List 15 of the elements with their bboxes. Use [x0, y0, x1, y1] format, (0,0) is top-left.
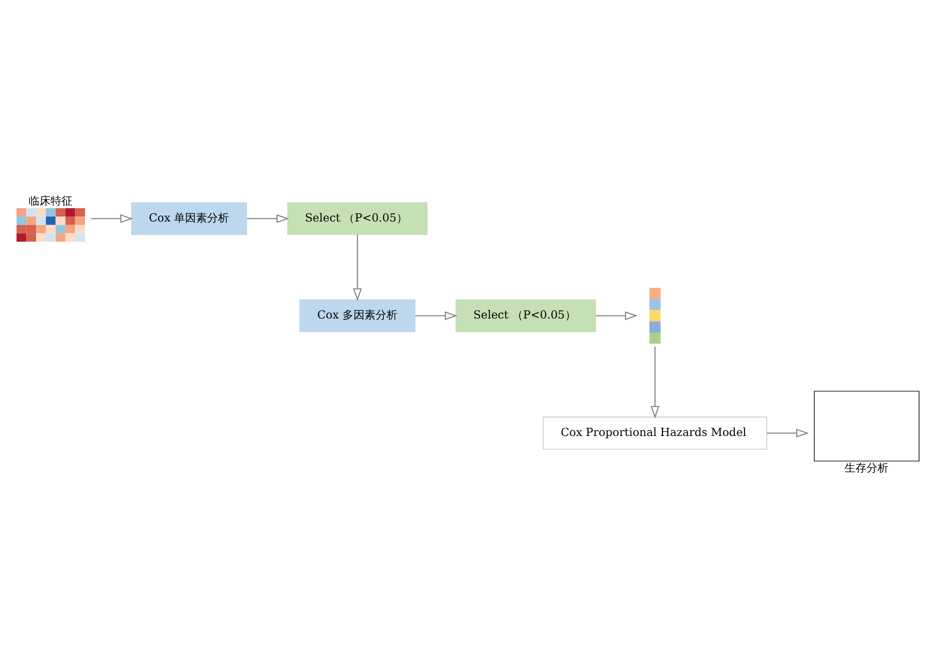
node-box: Cox 单因素分析 [131, 202, 248, 236]
arrow [90, 214, 133, 224]
arrow [246, 214, 290, 224]
arrow [596, 311, 638, 320]
arrow [415, 311, 458, 320]
arrow [766, 428, 809, 438]
node-box [814, 390, 920, 462]
node-box: Select （P<0.05） [456, 299, 596, 332]
node-box: Cox Proportional Hazards Model [542, 416, 768, 450]
node-label: 生存分析 [844, 461, 888, 474]
node-box: Cox 多因素分析 [299, 299, 416, 332]
node-label: 临床特征 [28, 194, 72, 208]
arrow [353, 234, 362, 301]
arrow [650, 346, 660, 419]
node-box: Select （P<0.05） [287, 202, 428, 236]
